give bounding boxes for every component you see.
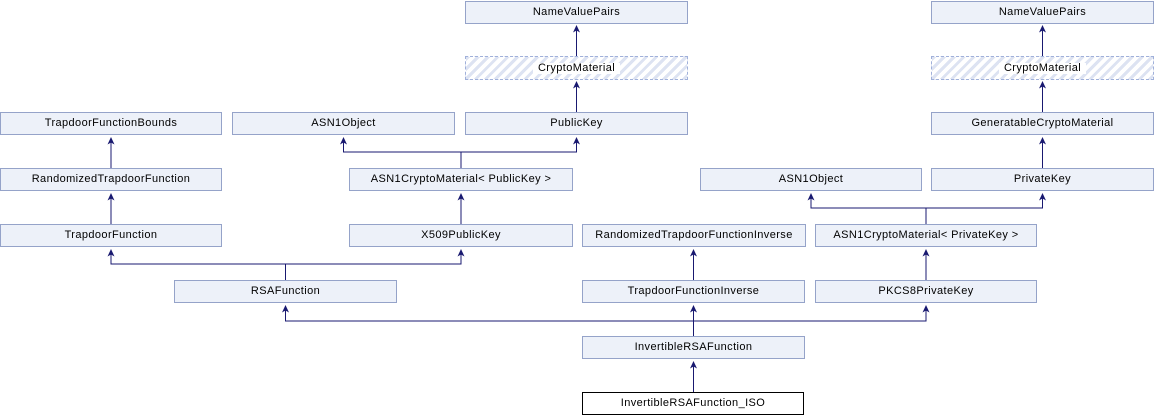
class-node-x509publickey[interactable]: X509PublicKey	[349, 224, 573, 247]
class-node-namevaluepairs-left[interactable]: NameValuePairs	[465, 1, 688, 24]
class-node-asn1cryptomaterial-publickey[interactable]: ASN1CryptoMaterial< PublicKey >	[349, 168, 573, 191]
class-node-label: NameValuePairs	[532, 6, 621, 18]
class-node-label: ASN1Object	[778, 173, 844, 185]
class-node-invertiblersafunction[interactable]: InvertibleRSAFunction	[582, 336, 805, 359]
class-node-label: InvertibleRSAFunction	[634, 341, 753, 353]
inheritance-arrowhead-icon	[922, 249, 930, 257]
inheritance-arrowhead-icon	[922, 305, 930, 313]
class-node-namevaluepairs-right[interactable]: NameValuePairs	[931, 1, 1154, 24]
inheritance-arrowhead-icon	[107, 137, 115, 145]
inheritance-arrowhead-icon	[690, 361, 697, 369]
inheritance-arrowhead-icon	[1039, 193, 1046, 201]
class-node-publickey[interactable]: PublicKey	[465, 112, 688, 135]
class-node-randomizedtrapdoorfunction[interactable]: RandomizedTrapdoorFunction	[0, 168, 222, 191]
class-node-label: GeneratableCryptoMaterial	[971, 117, 1114, 129]
inheritance-arrowhead-icon	[573, 81, 580, 89]
inheritance-arrowhead-icon	[573, 137, 580, 145]
class-node-privatekey[interactable]: PrivateKey	[931, 168, 1154, 191]
class-node-label: CryptoMaterial	[532, 62, 621, 74]
class-node-label: RandomizedTrapdoorFunction	[31, 173, 191, 185]
inheritance-arrowhead-icon	[457, 249, 465, 257]
class-node-label: TrapdoorFunction	[64, 229, 158, 241]
class-node-asn1object-right[interactable]: ASN1Object	[700, 168, 922, 191]
inheritance-edge	[810, 198, 927, 224]
class-node-asn1object-left[interactable]: ASN1Object	[232, 112, 455, 135]
inheritance-edge	[461, 142, 577, 153]
class-node-label: RSAFunction	[250, 285, 321, 297]
inheritance-arrowhead-icon	[807, 193, 815, 201]
class-node-label: RandomizedTrapdoorFunctionInverse	[595, 229, 793, 241]
class-node-label: CryptoMaterial	[998, 62, 1087, 74]
inheritance-arrowhead-icon	[573, 25, 580, 33]
inheritance-arrowhead-icon	[282, 305, 289, 313]
inheritance-arrowhead-icon	[457, 193, 465, 201]
class-node-label: PrivateKey	[1013, 173, 1072, 185]
class-node-label: X509PublicKey	[421, 229, 501, 241]
class-node-label: ASN1CryptoMaterial< PublicKey >	[370, 173, 552, 185]
class-node-cryptomaterial-right[interactable]: CryptoMaterial	[931, 56, 1154, 80]
inheritance-edge	[343, 142, 462, 168]
class-node-invertiblersafunction-iso: InvertibleRSAFunction_ISO	[582, 392, 804, 415]
class-node-label: InvertibleRSAFunction_ISO	[620, 397, 766, 409]
class-node-label: TrapdoorFunctionInverse	[627, 285, 760, 297]
class-node-randomizedtrapdoorfunctioninverse[interactable]: RandomizedTrapdoorFunctionInverse	[582, 224, 806, 247]
class-node-label: NameValuePairs	[998, 6, 1087, 18]
inheritance-arrowhead-icon	[107, 249, 115, 257]
inheritance-edge	[285, 254, 462, 265]
class-node-trapdoorfunction[interactable]: TrapdoorFunction	[0, 224, 222, 247]
class-node-trapdoorfunctioninverse[interactable]: TrapdoorFunctionInverse	[582, 280, 805, 303]
class-node-label: ASN1CryptoMaterial< PrivateKey >	[833, 229, 1019, 241]
inheritance-arrowhead-icon	[1039, 137, 1046, 145]
inheritance-edge	[926, 198, 1043, 209]
class-node-rsafunction[interactable]: RSAFunction	[174, 280, 397, 303]
class-node-label: TrapdoorFunctionBounds	[44, 117, 178, 129]
inheritance-edge	[285, 310, 694, 336]
class-node-cryptomaterial-left[interactable]: CryptoMaterial	[465, 56, 688, 80]
inheritance-arrowhead-icon	[690, 249, 697, 257]
class-node-asn1cryptomaterial-privatekey[interactable]: ASN1CryptoMaterial< PrivateKey >	[815, 224, 1037, 247]
inheritance-edge	[693, 310, 927, 322]
inheritance-arrowhead-icon	[690, 305, 697, 313]
inheritance-arrowhead-icon	[1039, 81, 1046, 89]
class-node-trapdoorfunctionbounds[interactable]: TrapdoorFunctionBounds	[0, 112, 222, 135]
inheritance-arrowhead-icon	[107, 193, 115, 201]
class-node-generatablecryptomaterial[interactable]: GeneratableCryptoMaterial	[931, 112, 1154, 135]
inheritance-arrowhead-icon	[1039, 25, 1046, 33]
class-node-label: PublicKey	[550, 117, 603, 129]
class-node-label: PKCS8PrivateKey	[878, 285, 974, 297]
class-node-pkcs8privatekey[interactable]: PKCS8PrivateKey	[815, 280, 1037, 303]
inheritance-edge	[110, 254, 286, 280]
class-node-label: ASN1Object	[311, 117, 376, 129]
inheritance-arrowhead-icon	[340, 137, 347, 145]
